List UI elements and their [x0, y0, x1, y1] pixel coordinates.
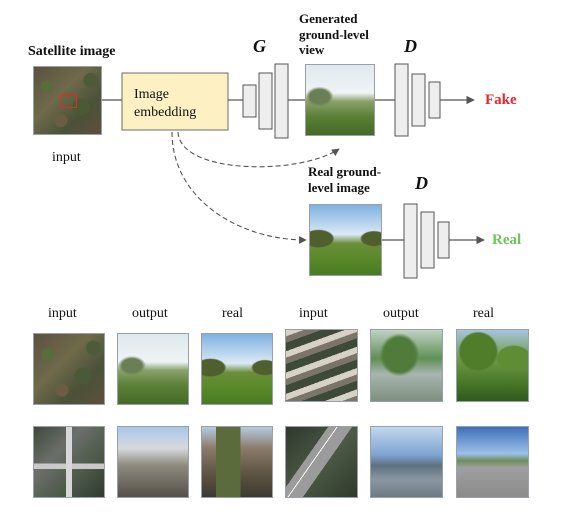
satellite-input-image [33, 66, 102, 135]
generator-block-2 [258, 72, 273, 130]
example-header-output-2: output [383, 306, 419, 321]
real-output-label: Real [492, 232, 522, 248]
example-header-output-1: output [132, 306, 168, 321]
dashed-arrow-embedding-to-real [171, 131, 307, 244]
discriminator-top-block-2 [411, 73, 426, 127]
dashed-arrow-embedding-to-generated [177, 131, 340, 168]
example-row2-real-2 [456, 426, 529, 498]
example-row2-output-2 [370, 426, 443, 498]
example-row2-input-1 [33, 426, 105, 498]
example-row1-real-2 [456, 329, 529, 402]
example-row2-input-2 [285, 426, 358, 498]
discriminator-label-top: D [404, 36, 417, 56]
discriminator-bottom-block-1 [403, 203, 418, 279]
generated-ground-image [305, 64, 375, 136]
generator-block-3 [274, 63, 289, 139]
example-row1-output-2 [370, 329, 443, 402]
selection-marker [61, 94, 77, 108]
generator-blocks [242, 63, 289, 139]
embedding-label: Image embedding [134, 87, 197, 120]
discriminator-bottom-block-3 [437, 221, 450, 259]
generated-view-label: Generated ground-level view [299, 11, 369, 58]
discriminator-top-blocks [394, 63, 441, 137]
discriminator-top-block-1 [394, 63, 409, 137]
example-row2-output-1 [117, 426, 189, 498]
example-row1-input-2 [285, 329, 358, 402]
fake-output-label: Fake [485, 92, 517, 108]
example-header-input-1: input [48, 306, 77, 321]
example-header-real-1: real [222, 306, 243, 321]
embedding-box [121, 72, 229, 131]
example-header-real-2: real [473, 306, 494, 321]
example-row2-real-1 [201, 426, 273, 498]
discriminator-label-bottom: D [415, 173, 428, 193]
discriminator-bottom-blocks [403, 203, 450, 279]
example-header-input-2: input [299, 306, 328, 321]
generator-block-1 [242, 84, 257, 118]
satellite-image-title: Satellite image [28, 44, 116, 59]
discriminator-top-block-3 [428, 81, 441, 119]
discriminator-bottom-block-2 [420, 211, 435, 269]
example-row1-real-1 [201, 333, 273, 405]
example-row1-input-1 [33, 333, 105, 405]
real-ground-level-label: Real ground-level image [308, 164, 382, 195]
example-row1-output-1 [117, 333, 189, 405]
real-ground-image [309, 204, 382, 276]
generator-label: G [253, 36, 266, 56]
input-caption: input [52, 150, 81, 165]
